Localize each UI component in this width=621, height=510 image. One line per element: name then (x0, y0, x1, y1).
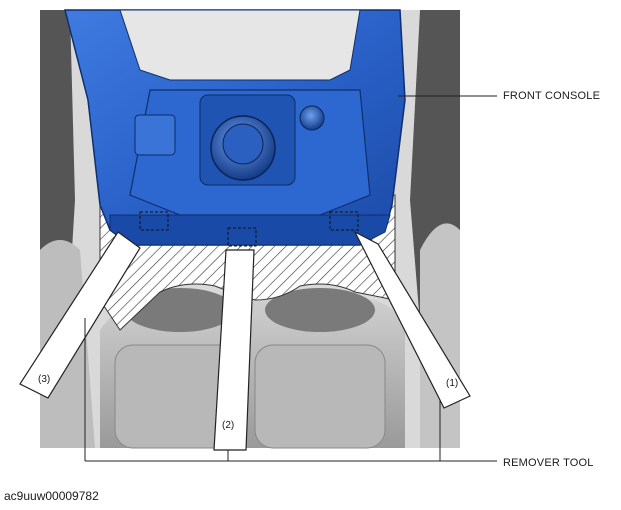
clip-left (139, 211, 169, 231)
figure-id: ac9uuw00009782 (4, 489, 99, 503)
clip-center (227, 227, 257, 247)
leader-lines (84, 95, 497, 462)
remover-tool-1 (353, 230, 471, 409)
tool-number-2: (2) (222, 420, 234, 431)
tool-number-3: (3) (38, 374, 50, 385)
remover-tool-2 (213, 249, 255, 451)
remover-tool-3 (19, 231, 141, 399)
small-button (299, 105, 325, 131)
tool-number-1: (1) (446, 378, 458, 389)
front-console (64, 9, 406, 247)
clip-right (329, 211, 359, 231)
front-console-label: FRONT CONSOLE (503, 90, 601, 102)
remover-tool-label: REMOVER TOOL (503, 457, 594, 469)
